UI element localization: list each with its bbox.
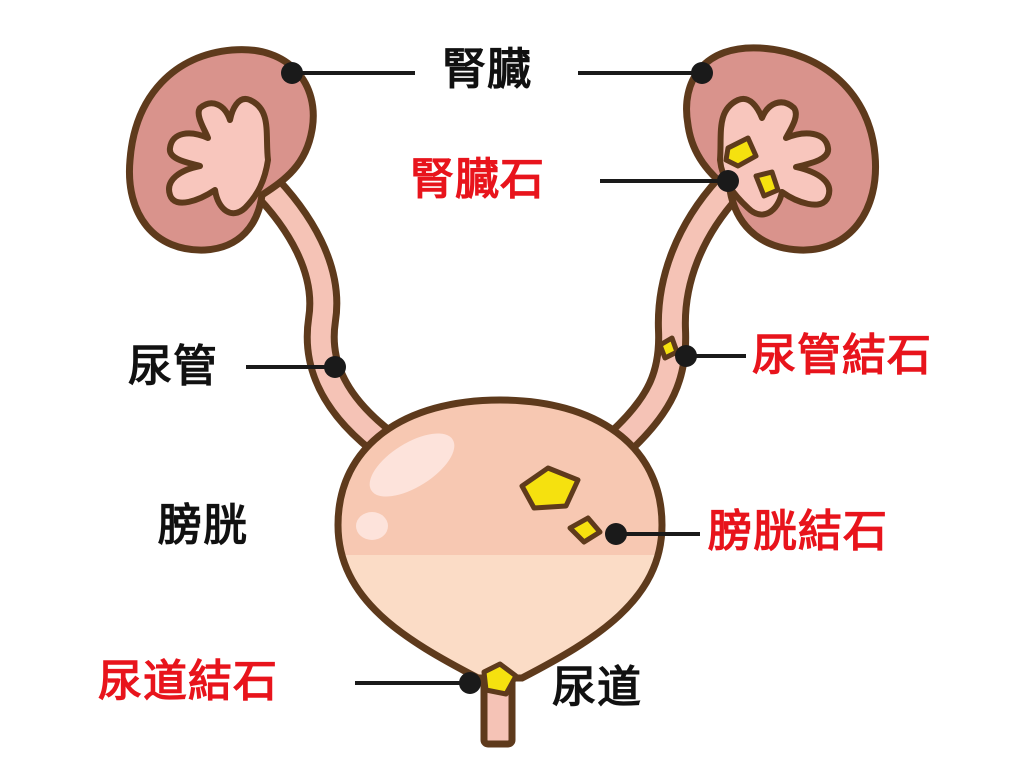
label-urethra: 尿道: [552, 662, 642, 713]
label-bladder-stone: 膀胱結石: [708, 506, 888, 557]
label-kidney: 腎臓: [442, 44, 532, 95]
label-ureter-stone: 尿管結石: [752, 330, 932, 381]
label-bladder: 膀胱: [158, 500, 248, 551]
label-urethra-stone: 尿道結石: [98, 656, 278, 707]
bladder: [334, 396, 666, 682]
bladder-stone-mark: [567, 515, 603, 545]
kidney-stone-mark: [753, 169, 781, 199]
label-kidney-stone: 腎臓石: [410, 154, 545, 205]
bladder-stone-mark: [519, 465, 581, 511]
urethra-stone-mark: [481, 661, 519, 697]
kidney-stone-mark: [723, 135, 759, 169]
ureters: [243, 163, 745, 459]
right-kidney: [683, 44, 880, 254]
left-kidney: [125, 46, 317, 254]
leader-lines: [246, 62, 746, 694]
bladder-highlight: [369, 433, 455, 497]
ureter-stone-mark: [657, 335, 680, 361]
stones: [481, 135, 781, 697]
label-ureter: 尿管: [128, 341, 218, 392]
